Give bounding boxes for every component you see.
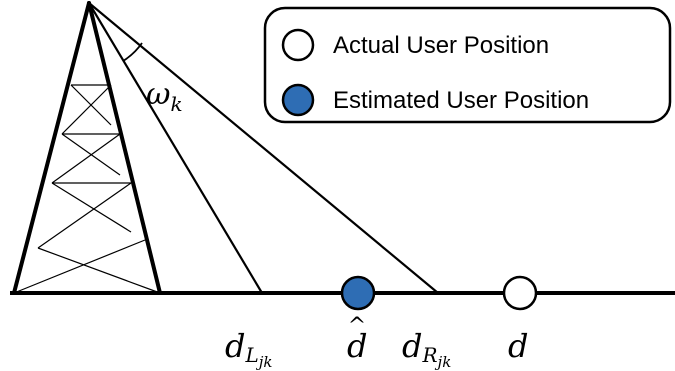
label-d-hat: d <box>347 327 367 365</box>
label-d-L-jk: dLjk <box>225 327 273 371</box>
legend-actual-label: Actual User Position <box>333 32 549 59</box>
angle-symbol: ω <box>146 77 170 112</box>
label-d: d <box>508 327 528 365</box>
actual-position-marker <box>502 275 538 311</box>
label-d-hat-accent: ^ <box>348 314 366 339</box>
angle-label: ωk <box>146 77 183 116</box>
beam-line-left <box>88 2 263 294</box>
legend-estimated-icon <box>281 83 315 117</box>
label-d-R-jk: dRjk <box>402 327 451 371</box>
legend-estimated-label: Estimated User Position <box>333 87 589 114</box>
legend-box <box>263 6 672 124</box>
estimated-position-marker <box>340 275 376 311</box>
angle-subscript: k <box>170 92 182 116</box>
angle-arc <box>122 42 143 62</box>
legend-actual-icon <box>281 28 315 62</box>
legend: Actual User Position Estimated User Posi… <box>263 6 672 124</box>
beam-line-right <box>88 2 439 294</box>
cell-tower-icon <box>12 1 162 295</box>
